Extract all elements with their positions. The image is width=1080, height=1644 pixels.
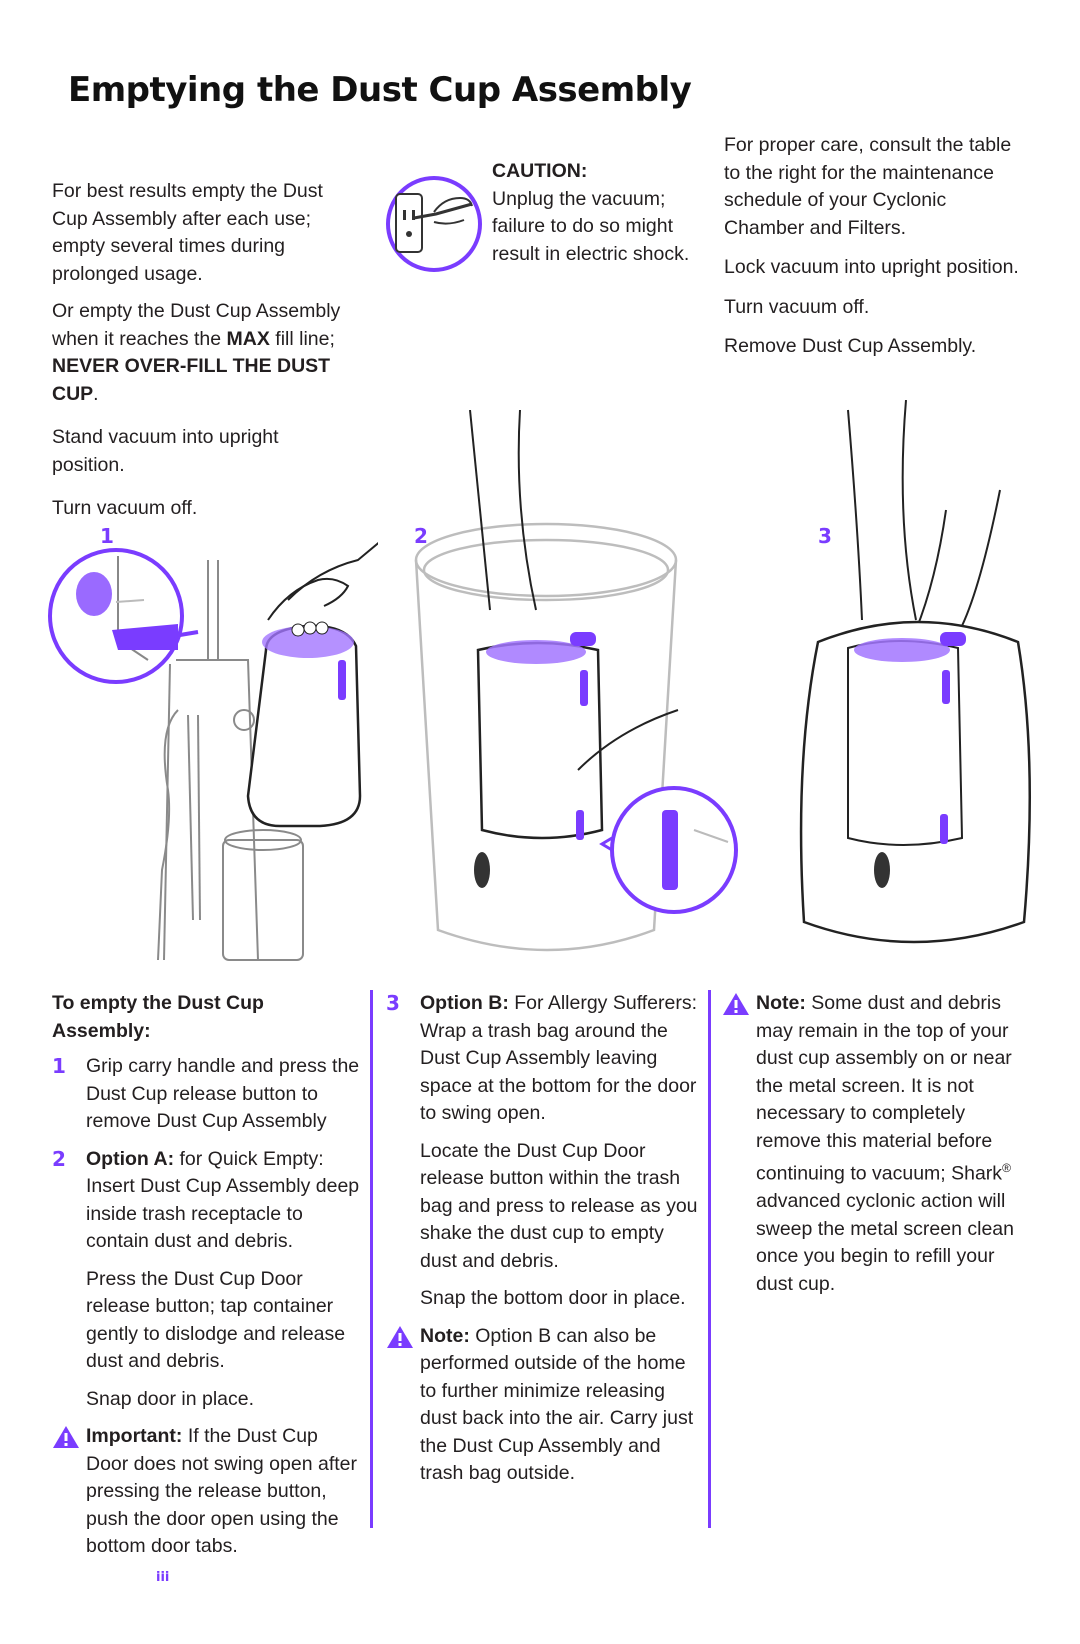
instructions-column-3: Note: Some dust and debris may remain in… — [722, 990, 1032, 1298]
note-text: Option B can also be performed outside o… — [420, 1324, 694, 1485]
list-item-paragraph: Locate the Dust Cup Door release button … — [420, 1139, 698, 1272]
list-item-number: 1 — [52, 1054, 66, 1078]
right-intro-paragraph: Remove Dust Cup Assembly. — [724, 335, 977, 357]
figure-step-3-number: 3 — [818, 524, 832, 548]
intro-text-run: Or empty the Dust Cup Assembly when it r… — [52, 300, 341, 350]
intro-text-run: fill line; — [269, 327, 335, 350]
instructions-column-1: To empty the Dust Cup Assembly: 1 Grip c… — [52, 990, 362, 1561]
intro-paragraph: Turn vacuum off. — [52, 497, 198, 519]
list-item-number: 2 — [52, 1146, 66, 1171]
warning-icon — [53, 1426, 79, 1448]
list-item: 3 Option B: For Allergy Sufferers: Wrap … — [386, 990, 701, 1313]
column-divider — [708, 990, 711, 1528]
list-item-text: for Quick Empty: Insert Dust Cup Assembl… — [86, 1147, 360, 1253]
list-item: 2 Option A: for Quick Empty: Insert Dust… — [52, 1146, 362, 1414]
option-b-label: Option B: — [420, 992, 509, 1014]
instructions-column-2: 3 Option B: For Allergy Sufferers: Wrap … — [386, 990, 701, 1488]
caution-text: Unplug the vacuum; failure to do so migh… — [492, 187, 690, 265]
figure-1-illustration — [48, 542, 378, 961]
page-title: Emptying the Dust Cup Assembly — [68, 70, 692, 110]
note-label: Note: — [756, 992, 806, 1014]
caution-block: CAUTION: Unplug the vacuum; failure to d… — [492, 158, 692, 268]
figure-step-1-number: 1 — [100, 524, 114, 548]
figure-2-illustration — [414, 410, 738, 952]
right-intro-paragraph: Turn vacuum off. — [724, 295, 870, 318]
unplug-icon — [386, 176, 482, 272]
intro-text-run: . — [93, 382, 99, 405]
right-intro: For proper care, consult the table to th… — [724, 132, 1024, 371]
instructions-heading: To empty the Dust Cup Assembly: — [52, 992, 264, 1042]
intro-paragraph: Or empty the Dust Cup Assembly when it r… — [52, 298, 352, 408]
list-item-text: For Allergy Sufferers: Wrap a trash bag … — [420, 992, 698, 1124]
list-item-paragraph: Snap the bottom door in place. — [420, 1287, 686, 1309]
dust-note: Note: Some dust and debris may remain in… — [722, 990, 1032, 1298]
max-label: MAX — [226, 327, 270, 350]
list-item-paragraph: Press the Dust Cup Door release button; … — [86, 1267, 346, 1373]
never-overfill-warning: NEVER OVER-FILL THE DUST CUP — [52, 355, 331, 405]
important-note: Important: If the Dust Cup Door does not… — [52, 1423, 362, 1561]
intro-text: For best results empty the Dust Cup Asse… — [52, 178, 352, 533]
intro-paragraph: Stand vacuum into upright position. — [52, 426, 279, 476]
registered-mark: ® — [1002, 1161, 1011, 1175]
important-label: Important: — [86, 1425, 183, 1447]
right-intro-paragraph: For proper care, consult the table to th… — [724, 134, 1012, 239]
right-intro-paragraph: Lock vacuum into upright position. — [724, 256, 1019, 278]
option-b-note: Note: Option B can also be performed out… — [386, 1323, 701, 1488]
note-text: Some dust and debris may remain in the t… — [756, 992, 1012, 1185]
important-text: If the Dust Cup Door does not swing open… — [86, 1425, 358, 1557]
intro-paragraph: For best results empty the Dust Cup Asse… — [52, 180, 323, 285]
caution-heading: CAUTION: — [492, 160, 588, 182]
figure-3-illustration — [799, 400, 1032, 944]
column-divider — [370, 990, 373, 1528]
option-a-label: Option A: — [86, 1147, 175, 1170]
warning-icon — [723, 993, 749, 1015]
figure-step-2-number: 2 — [414, 524, 428, 548]
list-item-paragraph: Snap door in place. — [86, 1387, 255, 1410]
list-item-text: Grip carry handle and press the Dust Cup… — [86, 1055, 360, 1132]
note-text: advanced cyclonic action will sweep the … — [756, 1190, 1014, 1295]
list-item-number: 3 — [386, 991, 400, 1015]
page-number: iii — [156, 1570, 170, 1585]
list-item: 1 Grip carry handle and press the Dust C… — [52, 1053, 362, 1136]
note-label: Note: — [420, 1324, 470, 1347]
warning-icon — [387, 1325, 413, 1348]
